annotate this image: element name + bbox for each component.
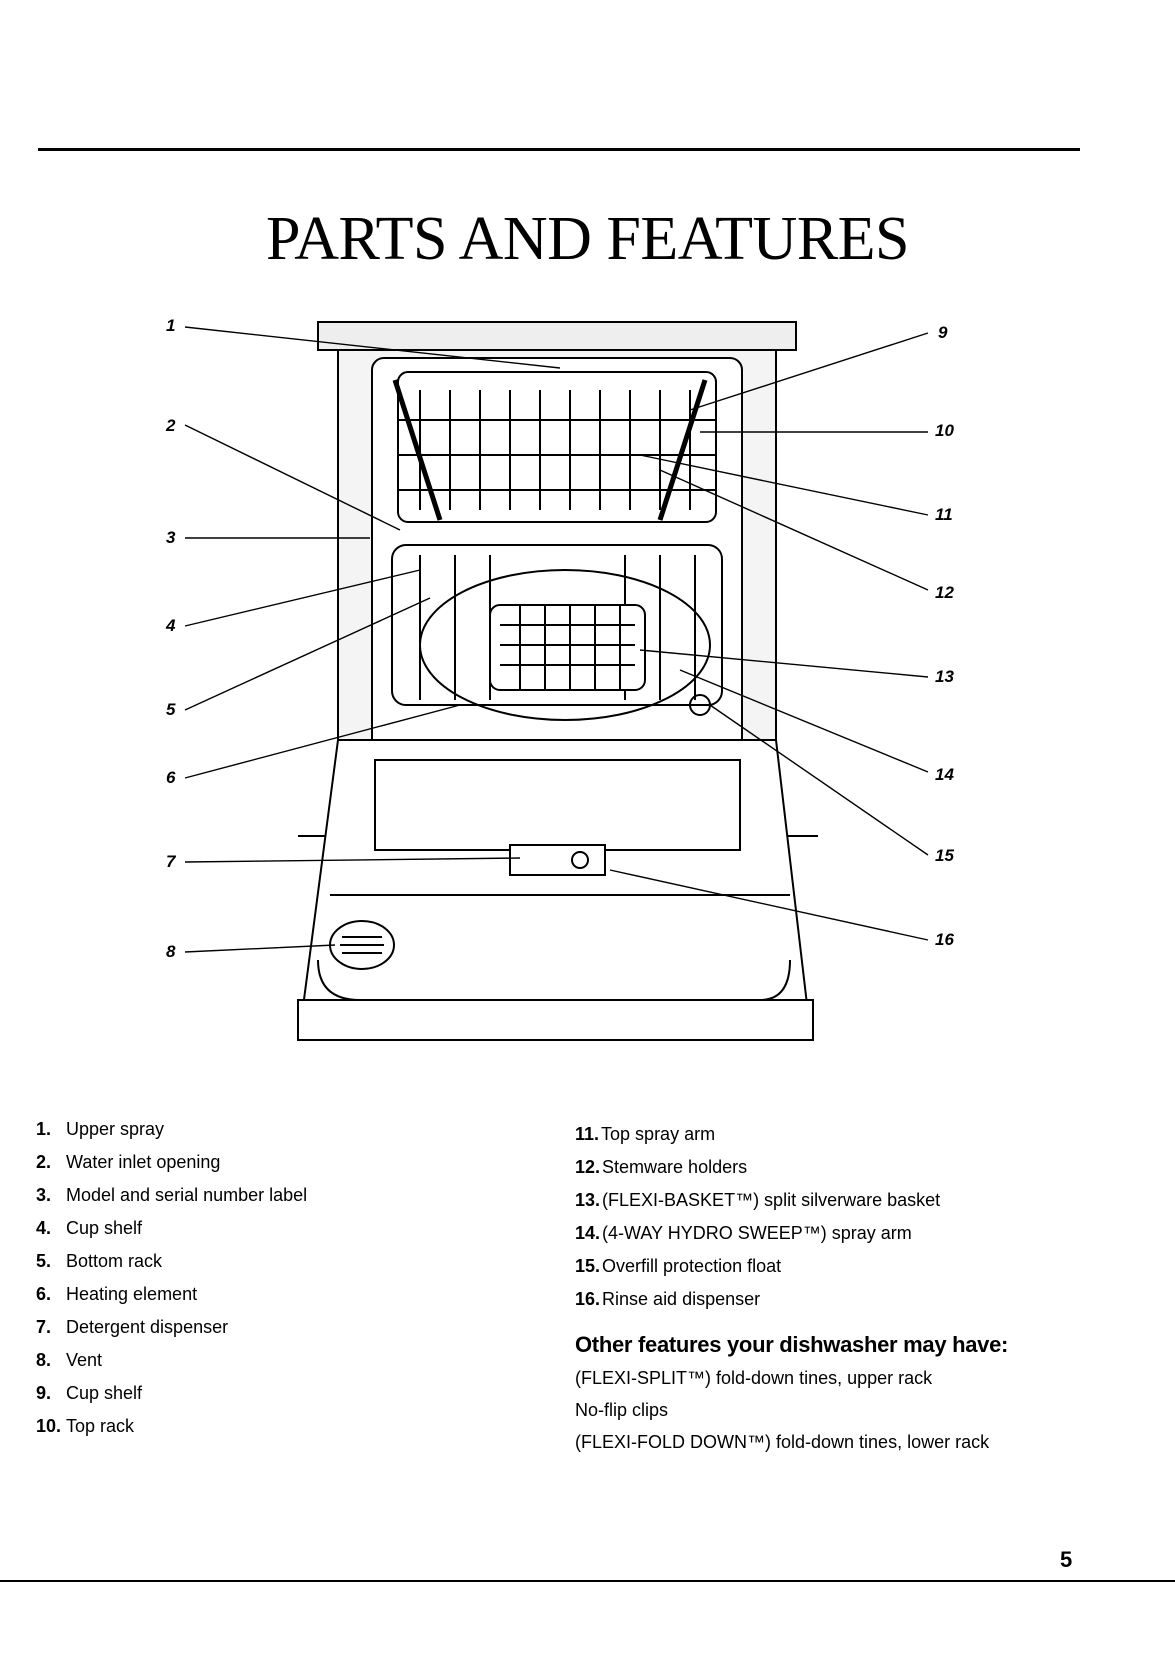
other-features-list: (FLEXI-SPLIT™) fold-down tines, upper ra… (575, 1362, 989, 1458)
callout-15: 15 (935, 846, 954, 865)
list-item: 8.Vent (36, 1350, 103, 1370)
list-item: 7.Detergent dispenser (36, 1317, 229, 1337)
list-item: (FLEXI-FOLD DOWN™) fold-down tines, lowe… (575, 1432, 990, 1452)
list-item: 6.Heating element (36, 1284, 198, 1304)
callout-2: 2 (166, 416, 176, 435)
bottom-rule (0, 1580, 1175, 1582)
callout-5: 5 (166, 700, 176, 719)
list-item: 12.Stemware holders (575, 1157, 748, 1177)
callout-12: 12 (935, 583, 954, 602)
list-item: 1.Upper spray (36, 1119, 165, 1139)
callout-3: 3 (166, 528, 176, 547)
list-item: 4.Cup shelf (36, 1218, 143, 1238)
list-item: No-flip clips (575, 1400, 669, 1420)
parts-list-right: 11.Top spray arm 12.Stemware holders 13.… (575, 1118, 940, 1316)
other-features-heading: Other features your dishwasher may have: (575, 1332, 1009, 1357)
list-item: 14.(4-WAY HYDRO SWEEP™) spray arm (575, 1223, 912, 1243)
list-item: 13.(FLEXI-BASKET™) split silverware bask… (575, 1190, 941, 1210)
callout-10: 10 (935, 421, 954, 440)
callout-6: 6 (166, 768, 176, 787)
page-title: PARTS AND FEATURES (265, 204, 910, 273)
list-item: 11.Top spray arm (575, 1124, 716, 1144)
callout-4: 4 (166, 616, 176, 635)
list-item: 10.Top rack (36, 1416, 135, 1436)
top-rule (38, 148, 1080, 151)
list-item: 16.Rinse aid dispenser (575, 1289, 761, 1309)
callout-11: 11 (935, 505, 953, 524)
page-number: 5 (1060, 1547, 1073, 1572)
callout-16: 16 (935, 930, 954, 949)
callout-7: 7 (166, 852, 176, 871)
list-item: 2.Water inlet opening (36, 1152, 221, 1172)
list-item: (FLEXI-SPLIT™) fold-down tines, upper ra… (575, 1368, 933, 1388)
parts-list-left: 1.Upper spray 2.Water inlet opening 3.Mo… (36, 1113, 307, 1443)
list-item: 5.Bottom rack (36, 1251, 163, 1271)
callout-1: 1 (166, 316, 176, 335)
list-item: 15.Overfill protection float (575, 1256, 782, 1276)
list-item: 9.Cup shelf (36, 1383, 143, 1403)
callout-13: 13 (935, 667, 954, 686)
callout-14: 14 (935, 765, 954, 784)
list-item: 3.Model and serial number label (36, 1185, 308, 1205)
callout-8: 8 (166, 942, 176, 961)
callout-9: 9 (938, 323, 948, 342)
